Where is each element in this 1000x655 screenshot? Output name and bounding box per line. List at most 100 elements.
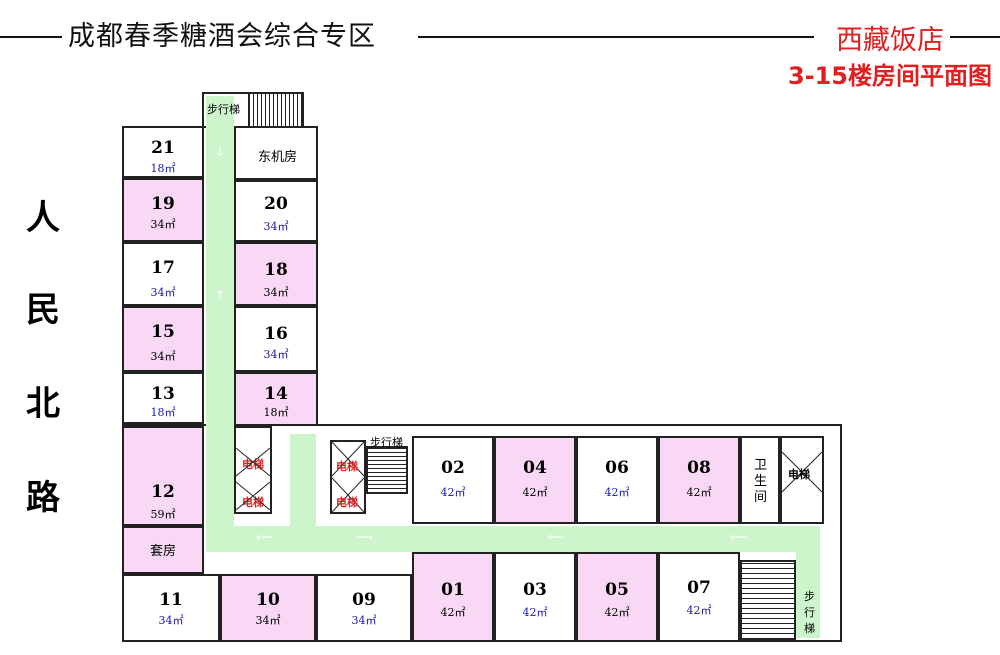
room-number: 14 [264, 384, 288, 404]
restroom-label-3: 间 [754, 490, 768, 505]
hotel-name: 西藏饭店 [836, 25, 944, 56]
stairwell-middle-label: 步行梯 [370, 436, 403, 449]
stairwell-top [248, 92, 304, 128]
room-area: 42㎡ [522, 606, 548, 619]
suite: 套房 [122, 526, 204, 574]
corridor-arrow-up-2: ↑ [215, 288, 226, 302]
header-line-left [0, 36, 62, 38]
elevator-label-middle-1: 电梯 [336, 460, 358, 473]
room-number: 21 [151, 138, 175, 158]
room-number: 03 [523, 580, 547, 600]
elevator-shaft-west [234, 426, 272, 514]
header-line-right [950, 36, 1000, 38]
stairwell-middle [366, 446, 408, 494]
room-number: 04 [523, 458, 547, 478]
room-area: 42㎡ [440, 606, 466, 619]
room-number: 12 [151, 482, 175, 502]
room-07: 07 42㎡ [658, 552, 740, 642]
room-number: 01 [441, 580, 465, 600]
room-number: 19 [151, 194, 175, 214]
room-area: 42㎡ [604, 486, 630, 499]
room-area: 18㎡ [150, 406, 176, 419]
room-area: 34㎡ [150, 286, 176, 299]
road-label-char-3: 北 [26, 384, 60, 424]
room-02: 02 42㎡ [412, 436, 494, 524]
corridor-arrow-right: ⟶ [356, 530, 374, 544]
corridor-horizontal [206, 526, 820, 552]
room-area: 34㎡ [158, 614, 184, 627]
room-number: 16 [264, 324, 288, 344]
suite-label: 套房 [150, 544, 177, 559]
room-area: 42㎡ [686, 604, 712, 617]
room-01: 01 42㎡ [412, 552, 494, 642]
room-area: 34㎡ [255, 614, 281, 627]
room-number: 15 [151, 322, 175, 342]
room-number: 05 [605, 580, 629, 600]
room-number: 20 [264, 194, 288, 214]
road-label-char-2: 民 [26, 290, 60, 330]
elevator-shaft-east [780, 436, 824, 524]
corridor-vertical-middle [290, 434, 316, 534]
stairwell-east-label-2: 行 [804, 606, 815, 619]
room-area: 42㎡ [604, 606, 630, 619]
room-17: 17 34㎡ [122, 242, 204, 306]
header-line-middle [418, 36, 814, 38]
corridor-arrow-left-1: ⟵ [256, 530, 274, 544]
stairwell-top-label: 步行梯 [207, 103, 240, 116]
east-machine-room-label: 东机房 [258, 150, 298, 165]
room-number: 18 [264, 260, 288, 280]
room-04: 04 42㎡ [494, 436, 576, 524]
room-14: 14 18㎡ [234, 372, 318, 426]
room-05: 05 42㎡ [576, 552, 658, 642]
room-area: 42㎡ [522, 486, 548, 499]
stairwell-east-label-3: 梯 [804, 622, 815, 635]
room-area: 34㎡ [351, 614, 377, 627]
elevator-shaft-middle [330, 440, 366, 514]
room-09: 09 34㎡ [316, 574, 412, 642]
room-13: 13 18㎡ [122, 372, 204, 424]
elevator-label-west-2: 电梯 [242, 496, 264, 509]
room-area: 18㎡ [263, 406, 289, 419]
stairwell-east [740, 560, 796, 640]
room-area: 42㎡ [686, 486, 712, 499]
floor-plan-title: 3-15楼房间平面图 [787, 62, 992, 90]
room-21: 21 18㎡ [122, 126, 204, 178]
room-number: 09 [352, 590, 376, 610]
corridor-vertical-west [206, 96, 234, 552]
corridor-arrow-left-2: ⟵ [548, 530, 566, 544]
east-machine-room: 东机房 [234, 126, 318, 180]
elevator-cross-icon [236, 448, 270, 510]
stairwell-east-label-1: 步 [804, 590, 815, 603]
room-number: 11 [159, 590, 183, 610]
corridor-arrow-up-1: ↓ [215, 145, 226, 159]
room-number: 13 [151, 384, 175, 404]
elevator-label-middle-2: 电梯 [336, 496, 358, 509]
room-area: 34㎡ [150, 218, 176, 231]
room-18: 18 34㎡ [234, 242, 318, 306]
restroom-label-2: 生 [754, 474, 768, 489]
room-number: 02 [441, 458, 465, 478]
room-number: 07 [687, 578, 711, 598]
room-area: 42㎡ [440, 486, 466, 499]
room-20: 20 34㎡ [234, 180, 318, 242]
elevator-cross-icon [782, 452, 822, 492]
restroom-label-1: 卫 [754, 458, 768, 473]
room-area: 59㎡ [150, 508, 176, 521]
elevator-label-west-1: 电梯 [242, 458, 264, 471]
restroom: 卫 生 间 [740, 436, 780, 524]
room-area: 18㎡ [150, 162, 176, 175]
room-number: 17 [151, 258, 175, 278]
room-area: 34㎡ [263, 348, 289, 361]
room-12: 12 59㎡ [122, 426, 204, 526]
corridor-vertical-east [796, 526, 820, 638]
room-08: 08 42㎡ [658, 436, 740, 524]
room-16: 16 34㎡ [234, 306, 318, 372]
room-06: 06 42㎡ [576, 436, 658, 524]
room-03: 03 42㎡ [494, 552, 576, 642]
room-number: 08 [687, 458, 711, 478]
room-number: 06 [605, 458, 629, 478]
room-area: 34㎡ [263, 286, 289, 299]
elevator-label-east: 电梯 [788, 468, 810, 481]
room-number: 10 [256, 590, 280, 610]
room-19: 19 34㎡ [122, 178, 204, 242]
